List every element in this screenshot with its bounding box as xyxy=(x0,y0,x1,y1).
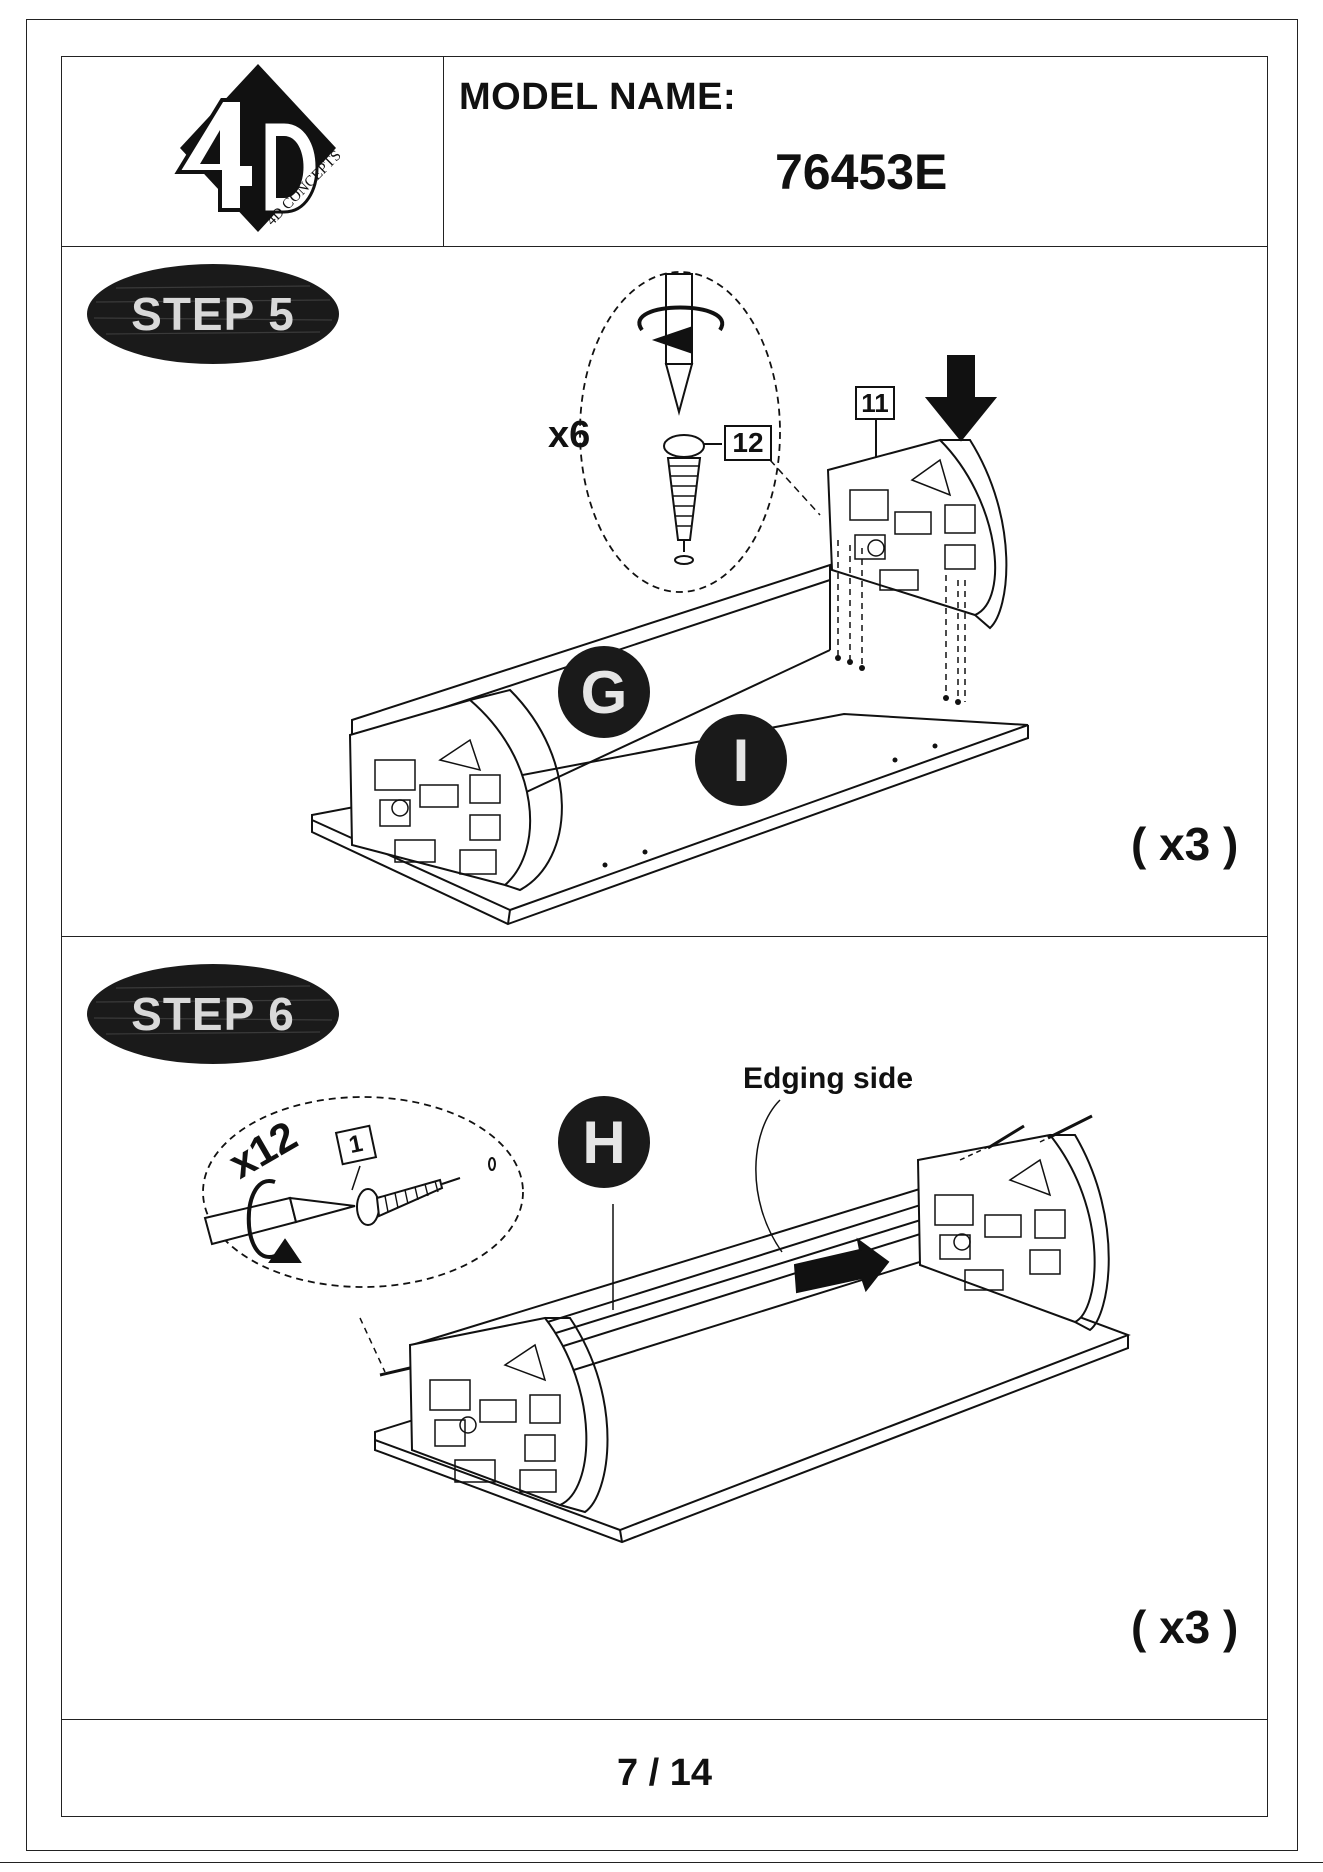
page-number: 7 / 14 xyxy=(61,1752,1268,1795)
edging-side-label: Edging side xyxy=(743,1062,913,1096)
step-6-repeat-count: ( x3 ) xyxy=(1131,1600,1238,1654)
step-6-part-h: H xyxy=(558,1096,650,1188)
